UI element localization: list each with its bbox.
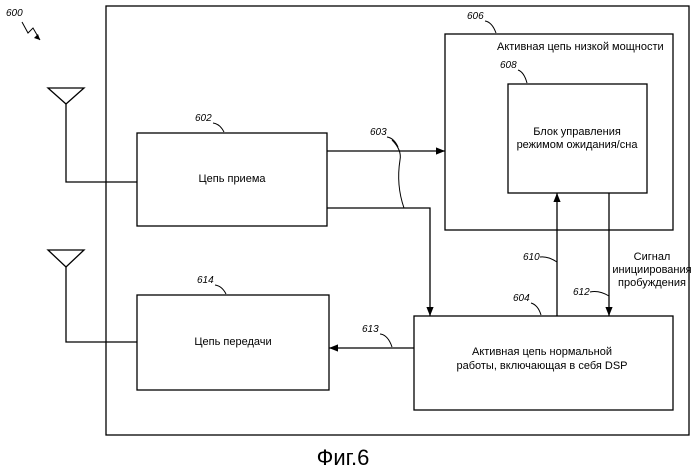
low-power-ref: 606 <box>467 11 484 22</box>
receive-label: Цепь приема <box>198 173 266 185</box>
standby-ref: 608 <box>500 60 517 71</box>
figure-ref-600: 600 <box>6 8 23 19</box>
bus-ref: 603 <box>370 127 387 138</box>
transmit-ref: 614 <box>197 275 214 286</box>
transmit-label: Цепь передачи <box>194 336 271 348</box>
wake-label-line2: инициирования <box>612 264 691 276</box>
standby-label-line2: режимом ожидания/сна <box>517 139 639 151</box>
signal-610-ref: 610 <box>523 252 540 263</box>
signal-613-ref: 613 <box>362 324 379 335</box>
normal-label-line1: Активная цепь нормальной <box>472 346 612 358</box>
wake-label-line3: пробуждения <box>618 277 686 289</box>
low-power-label: Активная цепь низкой мощности <box>497 41 664 53</box>
wake-label-line1: Сигнал <box>634 251 671 263</box>
signal-612-ref: 612 <box>573 287 590 298</box>
figure-caption: Фиг.6 <box>317 445 370 470</box>
normal-ref: 604 <box>513 293 530 304</box>
receive-ref: 602 <box>195 113 212 124</box>
normal-label-line2: работы, включающая в себя DSP <box>456 360 627 372</box>
standby-label-line1: Блок управления <box>533 126 621 138</box>
